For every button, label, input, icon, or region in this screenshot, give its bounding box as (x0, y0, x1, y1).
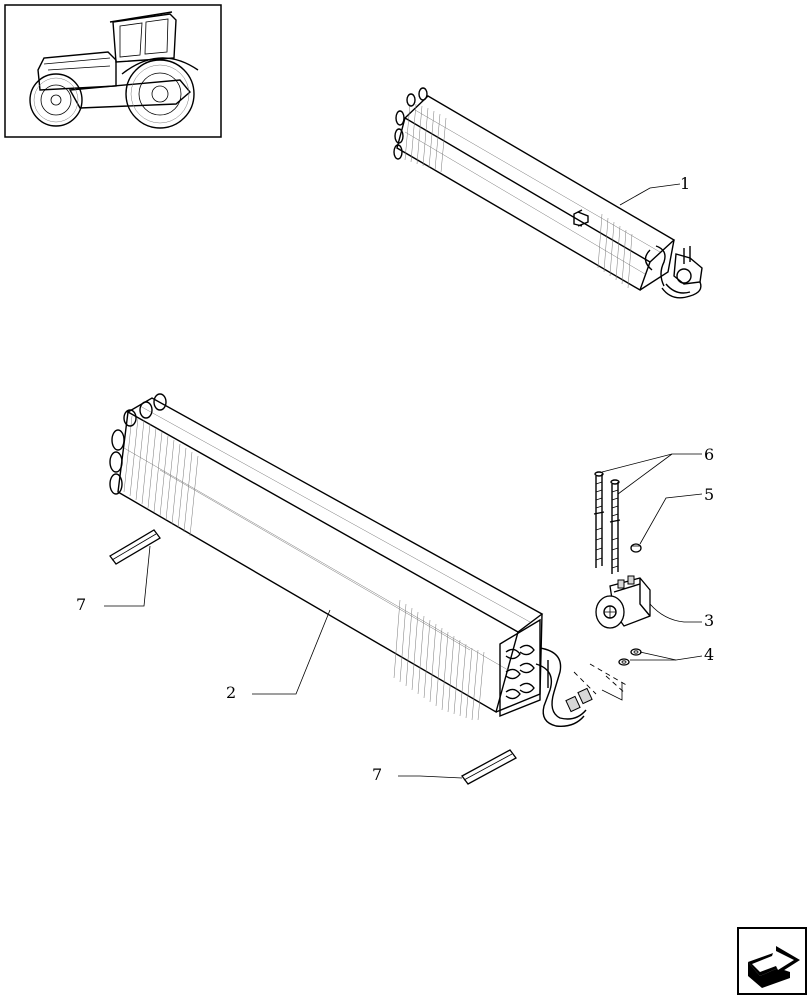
tractor-icon (29, 11, 199, 129)
evaporator-core (109, 393, 593, 727)
o-rings (618, 648, 642, 666)
callout-2: 2 (226, 683, 236, 702)
assembly-line (605, 675, 627, 695)
screws (593, 471, 621, 574)
cap-nut (630, 543, 642, 553)
callout-6: 6 (704, 445, 714, 464)
leader-line-7a (104, 545, 151, 607)
rubber-strip-lower (461, 749, 517, 785)
callout-7-lower: 7 (372, 765, 382, 784)
callout-5: 5 (704, 485, 714, 504)
callout-3: 3 (704, 611, 714, 630)
expansion-valve (595, 575, 651, 629)
callout-1: 1 (680, 174, 690, 193)
callout-4: 4 (704, 645, 714, 664)
leader-line-1 (619, 183, 681, 206)
leader-line-3 (649, 603, 702, 623)
callout-7-upper: 7 (76, 595, 86, 614)
tractor-thumbnail (4, 4, 222, 138)
rubber-strip-upper (109, 529, 161, 565)
leader-line-2 (252, 609, 331, 695)
next-page-arrow-icon[interactable] (737, 927, 807, 995)
leader-line-7b (398, 775, 463, 779)
leader-line-5 (639, 493, 703, 545)
evaporator-assembly-overview (393, 87, 703, 299)
